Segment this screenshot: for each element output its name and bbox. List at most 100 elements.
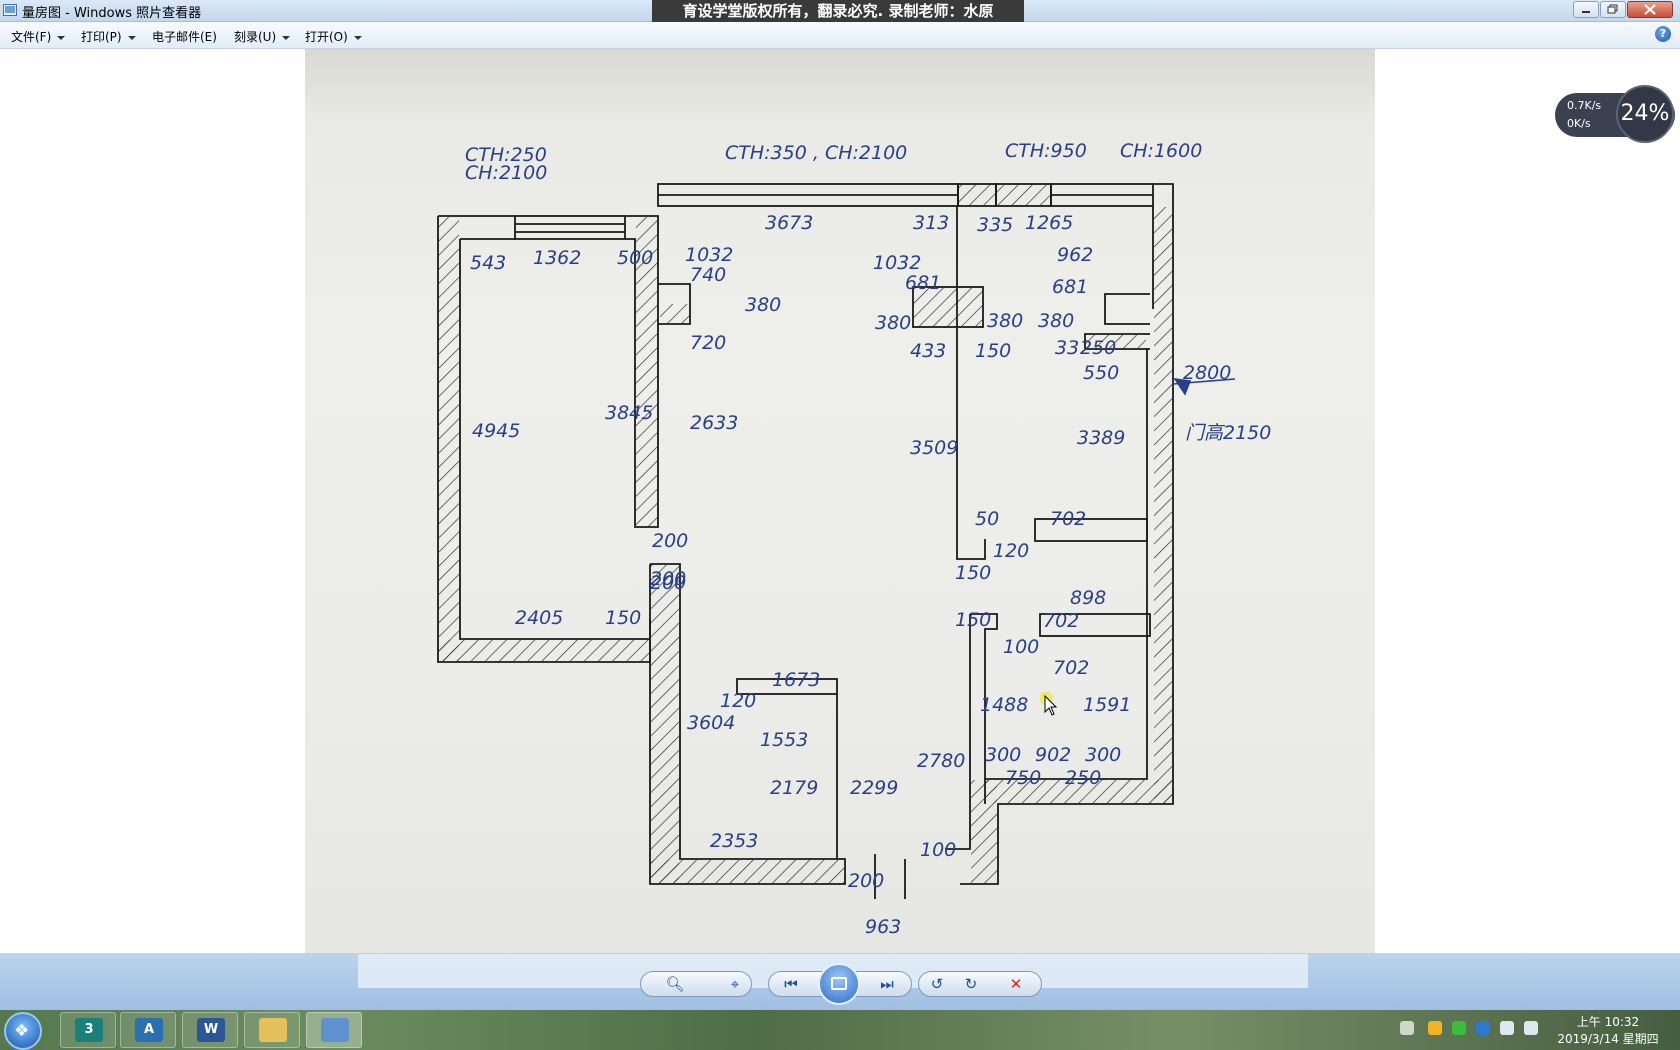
download-speed: 0K/s	[1567, 117, 1591, 130]
floorplan-photo: CTH:250 CH:2100 CTH:350 , CH:2100 CTH:95…	[305, 49, 1375, 953]
folder-icon	[259, 1018, 287, 1042]
floorplan-label: 150	[975, 340, 1011, 362]
3dsmax-icon: 3	[75, 1018, 103, 1042]
clock-time: 上午 10:32	[1576, 1015, 1640, 1029]
security-shield-icon[interactable]	[1476, 1021, 1490, 1035]
taskbar-app-word[interactable]: W	[182, 1012, 238, 1048]
volume-icon[interactable]	[1524, 1021, 1538, 1035]
minimize-icon	[1582, 11, 1590, 13]
floorplan-label: 720	[690, 332, 726, 354]
menu-open[interactable]: 打开(O)	[305, 28, 362, 45]
floorplan-label: 300	[1085, 744, 1121, 766]
floorplan-label: 100	[920, 839, 956, 861]
taskbar-app-explorer[interactable]	[244, 1012, 300, 1048]
floorplan-label: 250	[1080, 337, 1116, 359]
wechat-icon[interactable]	[1452, 1021, 1466, 1035]
floorplan-label: 120	[993, 540, 1029, 562]
floorplan-label: 1553	[760, 729, 808, 751]
taskbar-app-photo-viewer[interactable]	[306, 1012, 362, 1048]
start-button[interactable]: ❖	[4, 1012, 42, 1050]
floorplan-label: 380	[745, 294, 781, 316]
floorplan-label: 150	[955, 609, 991, 631]
floorplan-label: 150	[955, 562, 991, 584]
app-tray-icon[interactable]	[1428, 1021, 1442, 1035]
floorplan-label: 380	[987, 310, 1023, 332]
autocad-icon: A	[135, 1018, 163, 1042]
close-button[interactable]	[1627, 1, 1673, 18]
photo-viewer-icon	[321, 1018, 349, 1042]
taskbar-app-autocad[interactable]: A	[120, 1012, 176, 1048]
floorplan-label: 902	[1035, 744, 1071, 766]
floorplan-label: 3509	[910, 437, 958, 459]
word-icon: W	[197, 1018, 225, 1042]
menu-burn[interactable]: 刻录(U)	[234, 28, 291, 45]
floorplan-label: 150	[605, 607, 641, 629]
floorplan-label: 1488	[980, 694, 1028, 716]
previous-icon[interactable]: ⏮	[784, 975, 798, 993]
floorplan-label: 380	[875, 312, 911, 334]
floorplan-label: 500	[617, 247, 653, 269]
menu-print-label: 打印(P)	[81, 30, 122, 44]
floorplan-label: 1265	[1025, 212, 1073, 234]
help-icon[interactable]: ?	[1655, 26, 1671, 42]
actual-size-icon[interactable]: ⌖	[730, 975, 740, 993]
floorplan-label: 702	[1050, 508, 1086, 530]
taskbar-app-3dsmax[interactable]: 3	[60, 1012, 116, 1048]
floorplan-label: 681	[905, 272, 941, 294]
network-speed-widget[interactable]: 0.7K/s 0K/s 24%	[1555, 85, 1675, 143]
floorplan-label: 550	[1083, 362, 1119, 384]
floorplan-label: 2179	[770, 777, 818, 799]
floorplan-label: 702	[1043, 610, 1079, 632]
floorplan-label: CTH:250	[465, 144, 547, 166]
floorplan-label: 380	[1038, 310, 1074, 332]
restore-icon	[1607, 4, 1618, 14]
floorplan-label: CH:1600	[1120, 140, 1202, 162]
minimize-button[interactable]	[1573, 1, 1599, 18]
floorplan-label: 2405	[515, 607, 563, 629]
floorplan-label: 702	[1053, 657, 1089, 679]
slideshow-button[interactable]	[818, 963, 860, 1005]
floorplan-label: 3845	[605, 402, 653, 424]
floorplan-label: 200	[650, 572, 686, 594]
watermark-banner: 育设学堂版权所有，翻录必究. 录制老师：水原	[652, 0, 1024, 22]
keyboard-icon[interactable]	[1400, 1021, 1414, 1035]
next-icon[interactable]: ⏭	[880, 975, 894, 993]
floorplan-label: 3673	[765, 212, 813, 234]
menu-email-label: 电子邮件(E)	[152, 30, 217, 44]
zoom-icon[interactable]: 🔍︎	[665, 975, 685, 993]
chevron-down-icon	[57, 35, 66, 40]
hatched-walls	[439, 185, 1172, 883]
maximize-button[interactable]	[1600, 1, 1626, 18]
rotate-right-icon[interactable]: ↻	[964, 975, 978, 993]
floorplan-label: 963	[865, 916, 901, 938]
taskbar-clock[interactable]: 上午 10:32 2019/3/14 星期四	[1548, 1014, 1668, 1048]
menu-burn-label: 刻录(U)	[234, 30, 277, 44]
floorplan-label: 200	[650, 568, 686, 590]
floorplan-label: 200	[848, 870, 884, 892]
network-icon[interactable]	[1500, 1021, 1514, 1035]
floorplan-label: 3604	[687, 712, 735, 734]
edit-group	[918, 971, 1042, 997]
window-title: 量房图 - Windows 照片查看器	[22, 6, 202, 21]
floorplan-label: 750	[1005, 767, 1041, 789]
menu-email[interactable]: 电子邮件(E)	[152, 28, 217, 45]
menu-print[interactable]: 打印(P)	[81, 28, 136, 45]
menu-file[interactable]: 文件(F)	[11, 28, 66, 45]
upload-speed: 0.7K/s	[1567, 99, 1602, 112]
floorplan-label: 3389	[1077, 427, 1125, 449]
cpu-gauge: 24%	[1616, 85, 1674, 143]
floorplan-label: 200	[652, 530, 688, 552]
chevron-down-icon	[282, 35, 291, 40]
floorplan-label: 1362	[533, 247, 581, 269]
floorplan-label: 335	[977, 214, 1013, 236]
floorplan-label: 681	[1052, 276, 1088, 298]
floorplan-label: 100	[1003, 636, 1039, 658]
floorplan-label: CH:2100	[465, 162, 547, 184]
floorplan-label: 962	[1057, 244, 1093, 266]
mouse-cursor-icon	[1040, 692, 1058, 716]
delete-icon[interactable]: ✕	[1009, 975, 1023, 993]
rotate-left-icon[interactable]: ↺	[930, 975, 944, 993]
close-icon	[1644, 4, 1656, 15]
clock-date: 2019/3/14 星期四	[1557, 1032, 1659, 1046]
zoom-group	[640, 971, 752, 997]
